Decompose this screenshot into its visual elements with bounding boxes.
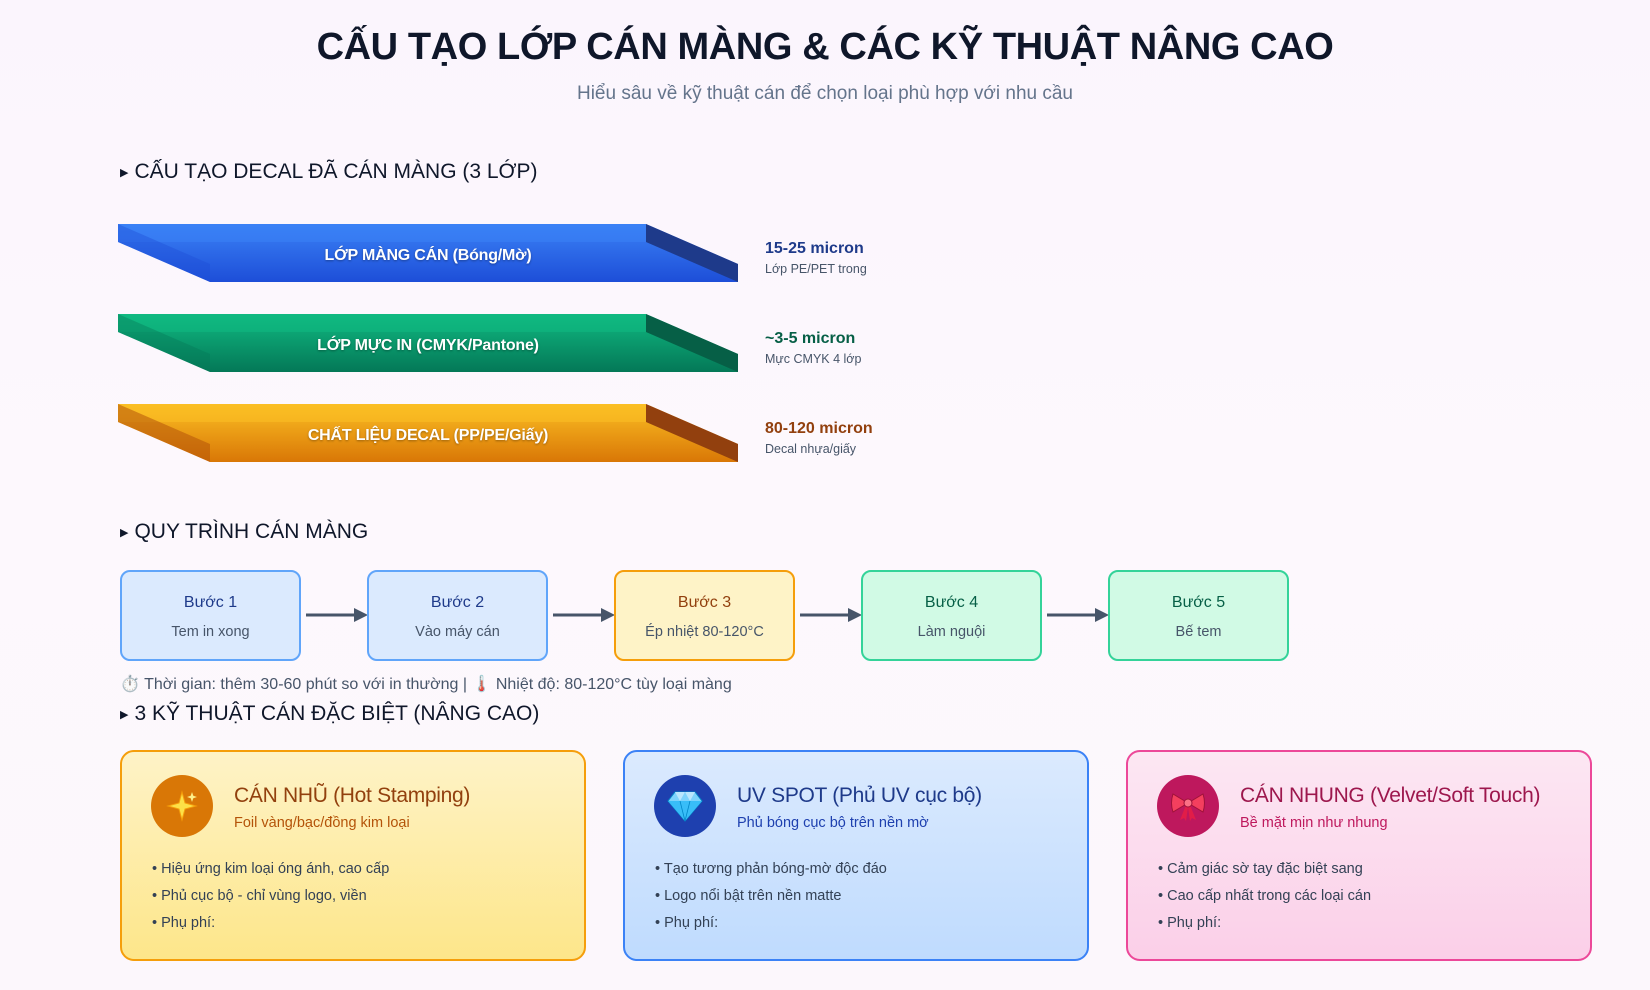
layer-ink-thickness: ~3-5 micron (765, 330, 856, 347)
card-bullet-list: • Cảm giác sờ tay đặc biệt sang • Cao cấ… (1158, 856, 1371, 937)
section-heading-text: CẤU TẠO DECAL ĐÃ CÁN MÀNG (3 LỚP) (134, 160, 538, 183)
card-bullet: • Phụ phí: (1158, 915, 1222, 931)
card-title: CÁN NHŨ (Hot Stamping) (234, 784, 471, 807)
ribbon-icon (1157, 775, 1219, 837)
process-step-3: Bước 3 Ép nhiệt 80-120°C (614, 570, 795, 661)
triangle-bullet-icon: ▶ (120, 166, 129, 179)
section-heading-layers: ▶ CẤU TẠO DECAL ĐÃ CÁN MÀNG (3 LỚP) (120, 160, 538, 184)
card-title: UV SPOT (Phủ UV cục bộ) (737, 784, 982, 807)
layer-film-thickness: 15-25 micron (765, 240, 864, 257)
step-title: Bước 1 (183, 594, 238, 611)
step-title: Bước 5 (1171, 594, 1226, 611)
step-title: Bước 3 (677, 594, 732, 611)
layer-film-desc: Lớp PE/PET trong (765, 262, 867, 276)
step-desc: Tem in xong (171, 624, 250, 640)
card-bullet: • Phụ phí: (152, 915, 216, 931)
arrow-right-icon (306, 608, 368, 622)
card-bullet-list: • Tạo tương phản bóng-mờ độc đáo • Logo … (655, 856, 887, 937)
card-bullet-list: • Hiệu ứng kim loại óng ánh, cao cấp • P… (152, 856, 389, 937)
page-subtitle: Hiểu sâu về kỹ thuật cán để chọn loại ph… (576, 83, 1073, 104)
card-bullet: • Phụ phí: (655, 915, 719, 931)
layer-material-desc: Decal nhựa/giấy (765, 442, 857, 456)
diamond-icon (654, 775, 716, 837)
card-subtitle: Phủ bóng cục bộ trên nền mờ (737, 815, 929, 831)
layer-film-shape (118, 224, 738, 282)
triangle-bullet-icon: ▶ (120, 708, 129, 721)
section-heading-process: ▶ QUY TRÌNH CÁN MÀNG (120, 520, 368, 544)
layer-ink-shape (118, 314, 738, 372)
layer-material-label: CHẤT LIỆU DECAL (PP/PE/Giấy) (307, 427, 549, 444)
card-bullet: • Hiệu ứng kim loại óng ánh, cao cấp (152, 861, 390, 877)
card-subtitle: Foil vàng/bạc/đồng kim loại (234, 815, 410, 831)
step-title: Bước 2 (430, 594, 485, 611)
layer-ink-label: LỚP MỰC IN (CMYK/Pantone) (317, 337, 539, 354)
card-title: CÁN NHUNG (Velvet/Soft Touch) (1240, 784, 1541, 807)
process-step-4: Bước 4 Làm nguội (861, 570, 1042, 661)
layer-material-shape (118, 404, 738, 462)
step-desc: Làm nguội (917, 624, 986, 640)
arrow-right-icon (553, 608, 615, 622)
process-step-5: Bước 5 Bế tem (1108, 570, 1289, 661)
step-desc: Bế tem (1175, 624, 1222, 640)
technique-card-uv-spot: UV SPOT (Phủ UV cục bộ) Phủ bóng cục bộ … (623, 750, 1089, 961)
arrow-right-icon (1047, 608, 1109, 622)
section-heading-text: 3 KỸ THUẬT CÁN ĐẶC BIỆT (NÂNG CAO) (134, 702, 540, 725)
layer-material-thickness: 80-120 micron (765, 420, 873, 437)
layer-film-label: LỚP MÀNG CÁN (Bóng/Mờ) (324, 247, 532, 264)
process-step-2: Bước 2 Vào máy cán (367, 570, 548, 661)
technique-card-velvet: CÁN NHUNG (Velvet/Soft Touch) Bề mặt mịn… (1126, 750, 1592, 961)
step-desc: Vào máy cán (415, 624, 500, 640)
step-title: Bước 4 (924, 594, 979, 611)
triangle-bullet-icon: ▶ (120, 526, 129, 539)
process-note: ⏱️ Thời gian: thêm 30-60 phút so với in … (120, 676, 732, 693)
process-step-1: Bước 1 Tem in xong (120, 570, 301, 661)
card-subtitle: Bề mặt mịn như nhung (1240, 815, 1388, 831)
card-bullet: • Logo nổi bật trên nền matte (655, 888, 842, 904)
section-heading-text: QUY TRÌNH CÁN MÀNG (134, 520, 369, 543)
technique-card-hot-stamping: CÁN NHŨ (Hot Stamping) Foil vàng/bạc/đồn… (120, 750, 586, 961)
page-title: CẤU TẠO LỚP CÁN MÀNG & CÁC KỸ THUẬT NÂNG… (316, 26, 1334, 68)
step-desc: Ép nhiệt 80-120°C (645, 624, 764, 640)
section-heading-techniques: ▶ 3 KỸ THUẬT CÁN ĐẶC BIỆT (NÂNG CAO) (120, 702, 539, 726)
card-bullet: • Cao cấp nhất trong các loại cán (1158, 888, 1372, 904)
card-bullet: • Phủ cục bộ - chỉ vùng logo, viền (152, 888, 367, 904)
layer-ink-desc: Mực CMYK 4 lớp (765, 352, 862, 366)
arrow-right-icon (800, 608, 862, 622)
card-bullet: • Cảm giác sờ tay đặc biệt sang (1158, 861, 1363, 877)
sparkles-icon (151, 775, 213, 837)
card-bullet: • Tạo tương phản bóng-mờ độc đáo (655, 861, 887, 877)
